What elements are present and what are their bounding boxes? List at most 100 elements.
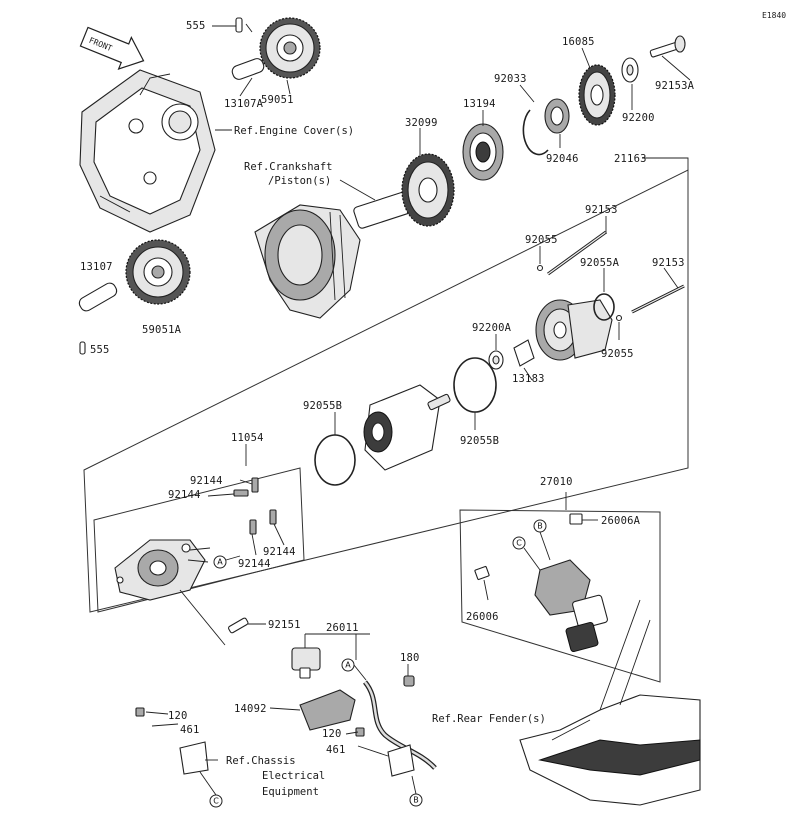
ref-chassis-line2: Electrical	[262, 770, 325, 782]
brush-holder-group-box	[93, 467, 305, 613]
label-180: 180	[400, 652, 420, 664]
label-92055a: 92055A	[580, 257, 620, 269]
brush-spring-92144-4-part	[249, 519, 257, 535]
rear-fender-part	[519, 599, 701, 806]
oring-92055b-right-part	[453, 357, 497, 413]
terminal-bolt-92151-part	[228, 617, 249, 634]
label-13107a: 13107A	[224, 98, 264, 110]
label-92153a: 92153A	[655, 80, 695, 92]
shaft-13107a-part	[231, 58, 265, 80]
clamp-461-left-part	[179, 741, 209, 775]
label-92033: 92033	[494, 73, 527, 85]
bolt-180-part	[403, 675, 415, 687]
label-92153-lower: 92153	[652, 257, 685, 269]
label-120-left: 120	[168, 710, 188, 722]
label-14092: 14092	[234, 703, 267, 715]
connector-26011-part	[291, 647, 321, 679]
bolt-92153-upper-part	[547, 230, 607, 276]
label-92151: 92151	[268, 619, 301, 631]
svg-text:B: B	[537, 522, 543, 531]
label-92200a: 92200A	[472, 322, 512, 334]
cover-14092-part	[299, 689, 356, 731]
label-92055b-right: 92055B	[460, 435, 499, 447]
label-555-top: 555	[186, 20, 206, 32]
ref-chassis-line1: Ref.Chassis	[226, 755, 296, 767]
part-labels: 555 59051 13107A 13107 555 59051A 32099 …	[80, 20, 695, 756]
label-26011: 26011	[326, 622, 359, 634]
label-26006a: 26006A	[601, 515, 641, 527]
clamp-461-mid-part	[387, 744, 415, 777]
marker-c-chassis: C	[209, 794, 223, 808]
label-92200: 92200	[622, 112, 655, 124]
gear-59051a-part	[125, 239, 191, 305]
oring-92055a-part	[593, 293, 615, 321]
pin-555-top-part	[235, 17, 243, 33]
fuse-26006a-part	[569, 513, 583, 525]
starter-cable-part	[362, 680, 437, 770]
svg-text:C: C	[213, 797, 219, 806]
plate-13183-part	[513, 339, 535, 367]
label-461-left: 461	[180, 724, 200, 736]
oring-92055-right-part	[615, 314, 623, 322]
fuse-26006-part	[474, 565, 490, 581]
engine-cover-part	[79, 69, 216, 233]
starter-relay-27010-part	[534, 559, 608, 653]
label-555-bottom: 555	[90, 344, 110, 356]
label-27010: 27010	[540, 476, 573, 488]
brush-spring-92144-2-part	[233, 489, 249, 497]
label-92144-4: 92144	[238, 558, 271, 570]
circlip-92033-part	[522, 109, 549, 156]
bolt-92153a-part	[649, 35, 686, 58]
svg-text:A: A	[345, 661, 351, 670]
label-92153-upper: 92153	[585, 204, 618, 216]
label-16085: 16085	[562, 36, 595, 48]
oring-92055b-left-part	[314, 434, 356, 486]
ref-rear-fender: Ref.Rear Fender(s)	[432, 713, 546, 725]
diagram-id: E1840	[762, 11, 786, 20]
front-arrow-icon: FRONT	[79, 26, 145, 70]
label-461-mid: 461	[326, 744, 346, 756]
label-11054: 11054	[231, 432, 264, 444]
label-59051a: 59051A	[142, 324, 182, 336]
oring-92055-top-part	[536, 264, 544, 272]
bolt-120-left-part	[135, 707, 145, 717]
starter-relay-group-box	[459, 509, 661, 683]
brush-spring-92144-1-part	[251, 477, 259, 493]
ref-crankshaft-line1: Ref.Crankshaft	[244, 161, 333, 173]
gear-59051-part	[259, 17, 321, 79]
gear-16085-part	[578, 64, 616, 126]
ref-engine-cover: Ref.Engine Cover(s)	[234, 125, 354, 137]
label-13183: 13183	[512, 373, 545, 385]
starter-front-cover-part	[114, 539, 211, 601]
label-92055-right: 92055	[601, 348, 634, 360]
label-92055-top: 92055	[525, 234, 558, 246]
marker-leads	[199, 531, 551, 796]
starter-motor-assembly-box	[83, 169, 689, 613]
label-21163: 21163	[614, 153, 647, 165]
label-92144-3: 92144	[263, 546, 296, 558]
washer-92200-part	[621, 57, 639, 83]
ref-crankshaft-line2: /Piston(s)	[268, 175, 331, 187]
reference-labels: Ref.Engine Cover(s) Ref.Crankshaft /Pist…	[226, 125, 546, 798]
label-92144-2: 92144	[168, 489, 201, 501]
label-92046: 92046	[546, 153, 579, 165]
label-26006: 26006	[466, 611, 499, 623]
marker-b-cable: B	[409, 793, 423, 807]
marker-b-relay: B	[533, 519, 547, 533]
marker-a-starter: A	[213, 555, 227, 569]
marker-a-cable: A	[341, 658, 355, 672]
leader-lines	[145, 23, 691, 761]
label-13107: 13107	[80, 261, 113, 273]
starter-motor-body-part	[363, 384, 451, 471]
label-32099: 32099	[405, 117, 438, 129]
svg-text:C: C	[516, 539, 522, 548]
crankshaft-part	[254, 191, 412, 319]
label-120-mid: 120	[322, 728, 342, 740]
label-92055b-left: 92055B	[303, 400, 342, 412]
svg-text:B: B	[413, 796, 419, 805]
label-59051: 59051	[261, 94, 294, 106]
bearing-92046-part	[544, 98, 570, 134]
pin-555-bottom-part	[79, 341, 86, 355]
svg-text:A: A	[217, 558, 223, 567]
